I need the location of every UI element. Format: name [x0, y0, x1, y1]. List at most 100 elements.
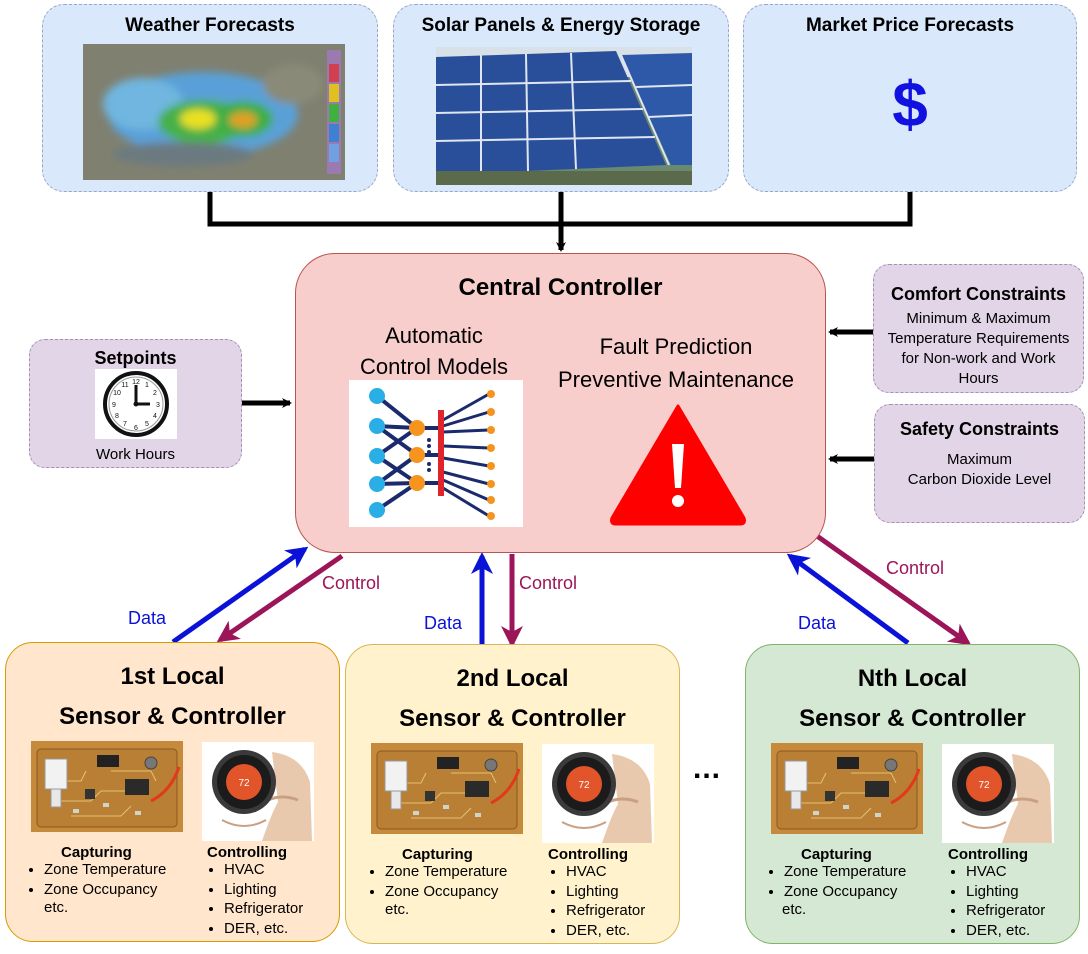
- thermostat-value: 72: [238, 778, 250, 789]
- capturing-etc: etc.: [782, 901, 807, 918]
- capturing-etc: etc.: [385, 901, 410, 918]
- dollar-icon: $: [892, 68, 928, 140]
- svg-text:3: 3: [156, 402, 160, 409]
- local-2-title-line2: Sensor & Controller: [399, 705, 626, 732]
- list-item: Zone Occupancy: [44, 880, 166, 900]
- data-arrow-1: [171, 546, 309, 645]
- controlling-title: Controlling: [548, 846, 628, 863]
- data-label-1: Data: [128, 608, 167, 628]
- local-controller-2: 2nd Local Sensor & Controller 72 Capturi…: [345, 644, 680, 944]
- data-label-2: Data: [424, 613, 463, 633]
- sensor-board-image: [371, 743, 523, 834]
- control-arrow-n: [815, 533, 972, 646]
- setpoints-title: Setpoints: [94, 348, 177, 368]
- solar-panels-box: Solar Panels & Energy Storage: [393, 4, 729, 192]
- market-price-title: Market Price Forecasts: [805, 15, 1015, 36]
- control-label-1: Control: [322, 573, 381, 593]
- sensor-board-image: [31, 741, 183, 832]
- comfort-constraints-text: Minimum & Maximum Temperature Requiremen…: [887, 310, 1070, 387]
- comfort-constraints-title: Comfort Constraints: [891, 284, 1066, 304]
- controlling-list: HVAC Lighting Refrigerator DER, etc.: [206, 860, 303, 938]
- local-2-title-line1: 2nd Local: [456, 665, 569, 692]
- svg-text:1: 1: [145, 382, 149, 389]
- thermostat-image: 72: [942, 744, 1054, 843]
- list-item: DER, etc.: [566, 921, 645, 941]
- local-1-title-line1: 1st Local: [120, 663, 225, 690]
- thermostat-image: 72: [202, 742, 314, 841]
- control-models-label: Automatic Control Models: [360, 323, 508, 379]
- local-controller-1: 1st Local Sensor & Controller 72 Capturi…: [5, 642, 340, 942]
- fault-prediction-label: Fault Prediction Preventive Maintenance: [557, 334, 795, 392]
- safety-constraints-text: Maximum Carbon Dioxide Level: [907, 451, 1052, 488]
- neural-network-icon: [349, 380, 523, 527]
- weather-forecasts-title: Weather Forecasts: [125, 15, 295, 36]
- controlling-list: HVAC Lighting Refrigerator DER, etc.: [948, 862, 1045, 940]
- solar-panel-image: [436, 47, 692, 185]
- capturing-etc: etc.: [44, 899, 69, 916]
- list-item: HVAC: [224, 860, 303, 880]
- local-n-title-line1: Nth Local: [857, 665, 968, 692]
- local-n-title-line2: Sensor & Controller: [799, 705, 1026, 732]
- thermostat-value: 72: [578, 780, 590, 791]
- safety-constraints-title: Safety Constraints: [899, 419, 1060, 439]
- control-label-n: Control: [886, 558, 945, 578]
- list-item: Zone Temperature: [784, 862, 906, 882]
- capturing-list: Zone Temperature Zone Occupancy: [766, 862, 906, 901]
- control-label-2: Control: [519, 573, 578, 593]
- list-item: Lighting: [966, 882, 1045, 902]
- list-item: Refrigerator: [566, 901, 645, 921]
- weather-forecasts-box: Weather Forecasts: [42, 4, 378, 192]
- list-item: Zone Temperature: [44, 860, 166, 880]
- ellipsis: ...: [693, 752, 722, 785]
- data-arrow-n: [786, 553, 910, 646]
- controlling-title: Controlling: [207, 844, 287, 861]
- central-controller-title: Central Controller: [458, 274, 663, 301]
- solar-panels-title: Solar Panels & Energy Storage: [421, 15, 701, 36]
- svg-text:4: 4: [153, 413, 157, 420]
- list-item: DER, etc.: [966, 921, 1045, 941]
- capturing-title: Capturing: [61, 844, 132, 861]
- list-item: Lighting: [224, 880, 303, 900]
- controlling-title: Controlling: [948, 846, 1028, 863]
- sensor-board-image: [771, 743, 923, 834]
- weather-map-image: [83, 44, 345, 180]
- list-item: Zone Occupancy: [385, 882, 507, 902]
- capturing-list: Zone Temperature Zone Occupancy: [367, 862, 507, 901]
- svg-text:5: 5: [145, 421, 149, 428]
- comfort-constraints-box: Comfort Constraints Minimum & Maximum Te…: [873, 264, 1084, 393]
- svg-text:9: 9: [112, 402, 116, 409]
- svg-text:12: 12: [132, 379, 140, 386]
- controlling-list: HVAC Lighting Refrigerator DER, etc.: [548, 862, 645, 940]
- central-controller-box: Central Controller Automatic Control Mod…: [295, 253, 826, 553]
- local-1-title-line2: Sensor & Controller: [59, 703, 286, 730]
- svg-text:6: 6: [134, 425, 138, 432]
- data-label-n: Data: [798, 613, 837, 633]
- safety-constraints-box: Safety Constraints Maximum Carbon Dioxid…: [874, 404, 1085, 523]
- list-item: Refrigerator: [224, 899, 303, 919]
- thermostat-value: 72: [978, 780, 990, 791]
- local-controller-n: Nth Local Sensor & Controller 72 Capturi…: [745, 644, 1080, 944]
- list-item: DER, etc.: [224, 919, 303, 939]
- list-item: Zone Temperature: [385, 862, 507, 882]
- list-item: Refrigerator: [966, 901, 1045, 921]
- market-price-box: Market Price Forecasts $: [743, 4, 1077, 192]
- svg-text:2: 2: [153, 390, 157, 397]
- control-arrow-1: [216, 553, 344, 643]
- capturing-title: Capturing: [801, 846, 872, 863]
- capturing-list: Zone Temperature Zone Occupancy: [26, 860, 166, 899]
- svg-text:7: 7: [123, 421, 127, 428]
- work-hours-label: Work Hours: [96, 446, 175, 463]
- thermostat-image: 72: [542, 744, 654, 843]
- capturing-title: Capturing: [402, 846, 473, 863]
- svg-text:10: 10: [113, 390, 121, 397]
- list-item: Zone Occupancy: [784, 882, 906, 902]
- list-item: HVAC: [966, 862, 1045, 882]
- svg-text:8: 8: [115, 413, 119, 420]
- list-item: HVAC: [566, 862, 645, 882]
- warning-triangle-icon: [608, 402, 748, 526]
- svg-text:11: 11: [121, 382, 128, 389]
- list-item: Lighting: [566, 882, 645, 902]
